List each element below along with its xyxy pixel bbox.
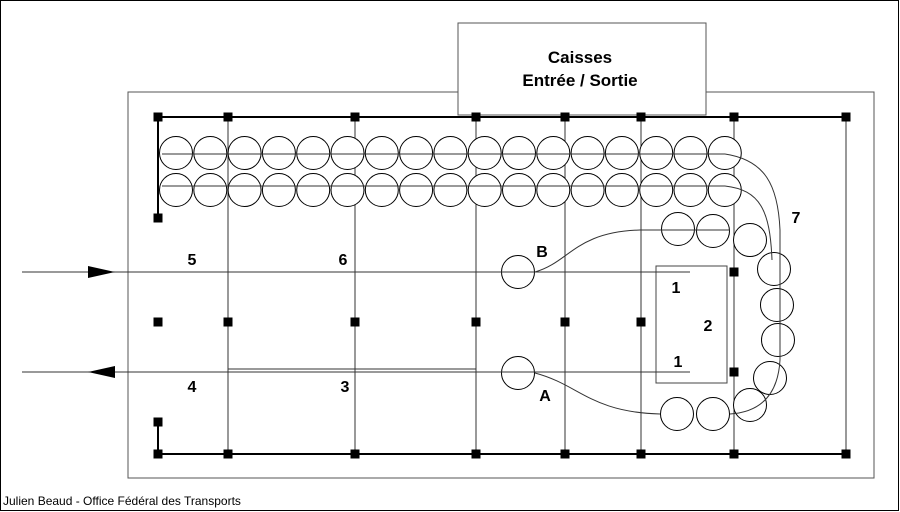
conveyor-circle bbox=[467, 173, 502, 207]
conveyor-circle bbox=[696, 397, 730, 431]
entrance-arrow bbox=[88, 266, 115, 278]
pillar-square bbox=[841, 449, 851, 459]
pillar-square bbox=[841, 112, 851, 122]
pillar-square bbox=[636, 317, 646, 327]
exit-arrow bbox=[88, 366, 115, 378]
conveyor-circle bbox=[661, 212, 695, 246]
pillar-square bbox=[223, 112, 233, 122]
pillar-square bbox=[729, 112, 739, 122]
structural-grid bbox=[227, 117, 847, 454]
pillar-square bbox=[153, 449, 163, 459]
conveyor-circle bbox=[502, 136, 536, 170]
conveyor-circle bbox=[227, 136, 262, 170]
pillar-square bbox=[223, 449, 233, 459]
conveyor-circle bbox=[399, 136, 434, 170]
label-6: 6 bbox=[339, 252, 348, 269]
conveyor-circle bbox=[707, 173, 742, 207]
conveyor-circle bbox=[433, 173, 468, 207]
label-7: 7 bbox=[792, 210, 801, 227]
conveyor-circle bbox=[673, 136, 708, 170]
pillar-square bbox=[560, 449, 570, 459]
pillar-square bbox=[350, 112, 360, 122]
pillar-square bbox=[560, 317, 570, 327]
conveyor-circle bbox=[193, 136, 228, 170]
label-2: 2 bbox=[704, 318, 713, 335]
pillar-square bbox=[636, 112, 646, 122]
conveyor-circle bbox=[707, 136, 742, 170]
conveyor-circle bbox=[296, 136, 331, 170]
conveyor-circle bbox=[159, 173, 193, 207]
conveyor-circle bbox=[536, 136, 571, 170]
conveyor-circle bbox=[159, 136, 193, 170]
conveyor-circle bbox=[467, 136, 502, 170]
conveyor-circle bbox=[733, 388, 767, 422]
label-1-top: 1 bbox=[672, 280, 681, 297]
pillar-square bbox=[471, 112, 481, 122]
conveyor-circle bbox=[753, 361, 787, 395]
label-a: A bbox=[539, 388, 551, 405]
conveyor-circle bbox=[696, 214, 730, 248]
conveyor-circles bbox=[159, 136, 795, 431]
pillar-square bbox=[153, 213, 163, 223]
conveyor-circle bbox=[399, 173, 434, 207]
conveyor-circle bbox=[364, 136, 399, 170]
pillar-square bbox=[729, 367, 739, 377]
pillar-square bbox=[471, 317, 481, 327]
pillar-columns bbox=[153, 112, 851, 459]
pillar-square bbox=[350, 449, 360, 459]
conveyor-circle bbox=[604, 173, 639, 207]
conveyor-circle bbox=[570, 136, 605, 170]
conveyor-circle bbox=[639, 136, 674, 170]
pillar-square bbox=[153, 112, 163, 122]
label-1-bottom: 1 bbox=[674, 354, 683, 371]
conveyor-circle bbox=[570, 173, 605, 207]
pillar-square bbox=[471, 449, 481, 459]
pillar-square bbox=[729, 267, 739, 277]
pillar-square bbox=[729, 449, 739, 459]
conveyor-circle-a bbox=[501, 356, 535, 390]
conveyor-circle bbox=[757, 252, 791, 286]
label-b: B bbox=[536, 244, 548, 261]
pillar-square bbox=[560, 112, 570, 122]
cash-desk-box bbox=[457, 22, 707, 116]
conveyor-circle bbox=[330, 173, 365, 207]
conveyor-circle bbox=[433, 136, 468, 170]
turntable-area bbox=[655, 265, 728, 384]
pillar-square bbox=[153, 417, 163, 427]
conveyor-circle bbox=[760, 288, 794, 322]
label-4: 4 bbox=[188, 379, 197, 396]
conveyor-circle bbox=[660, 397, 694, 431]
label-3: 3 bbox=[341, 379, 350, 396]
cash-desk-title-line2: Entrée / Sortie bbox=[522, 71, 637, 90]
pillar-square bbox=[223, 317, 233, 327]
conveyor-circle bbox=[604, 136, 639, 170]
pillar-square bbox=[636, 449, 646, 459]
conveyor-circle bbox=[296, 173, 331, 207]
conveyor-circle bbox=[330, 136, 365, 170]
pillar-square bbox=[350, 317, 360, 327]
conveyor-circle bbox=[502, 173, 536, 207]
conveyor-circle bbox=[536, 173, 571, 207]
conveyor-circle bbox=[673, 173, 708, 207]
flow-lines bbox=[22, 153, 781, 415]
cash-desk-title-line1: Caisses bbox=[548, 48, 612, 67]
conveyor-circle bbox=[227, 173, 262, 207]
conveyor-circle bbox=[639, 173, 674, 207]
conveyor-circle bbox=[261, 136, 296, 170]
conveyor-circle bbox=[761, 323, 795, 357]
conveyor-circle bbox=[364, 173, 399, 207]
conveyor-circle bbox=[733, 223, 767, 257]
conveyor-circle bbox=[193, 173, 228, 207]
label-5: 5 bbox=[188, 252, 197, 269]
credit-text: Julien Beaud - Office Fédéral des Transp… bbox=[3, 494, 241, 508]
conveyor-circle bbox=[261, 173, 296, 207]
pillar-square bbox=[153, 317, 163, 327]
